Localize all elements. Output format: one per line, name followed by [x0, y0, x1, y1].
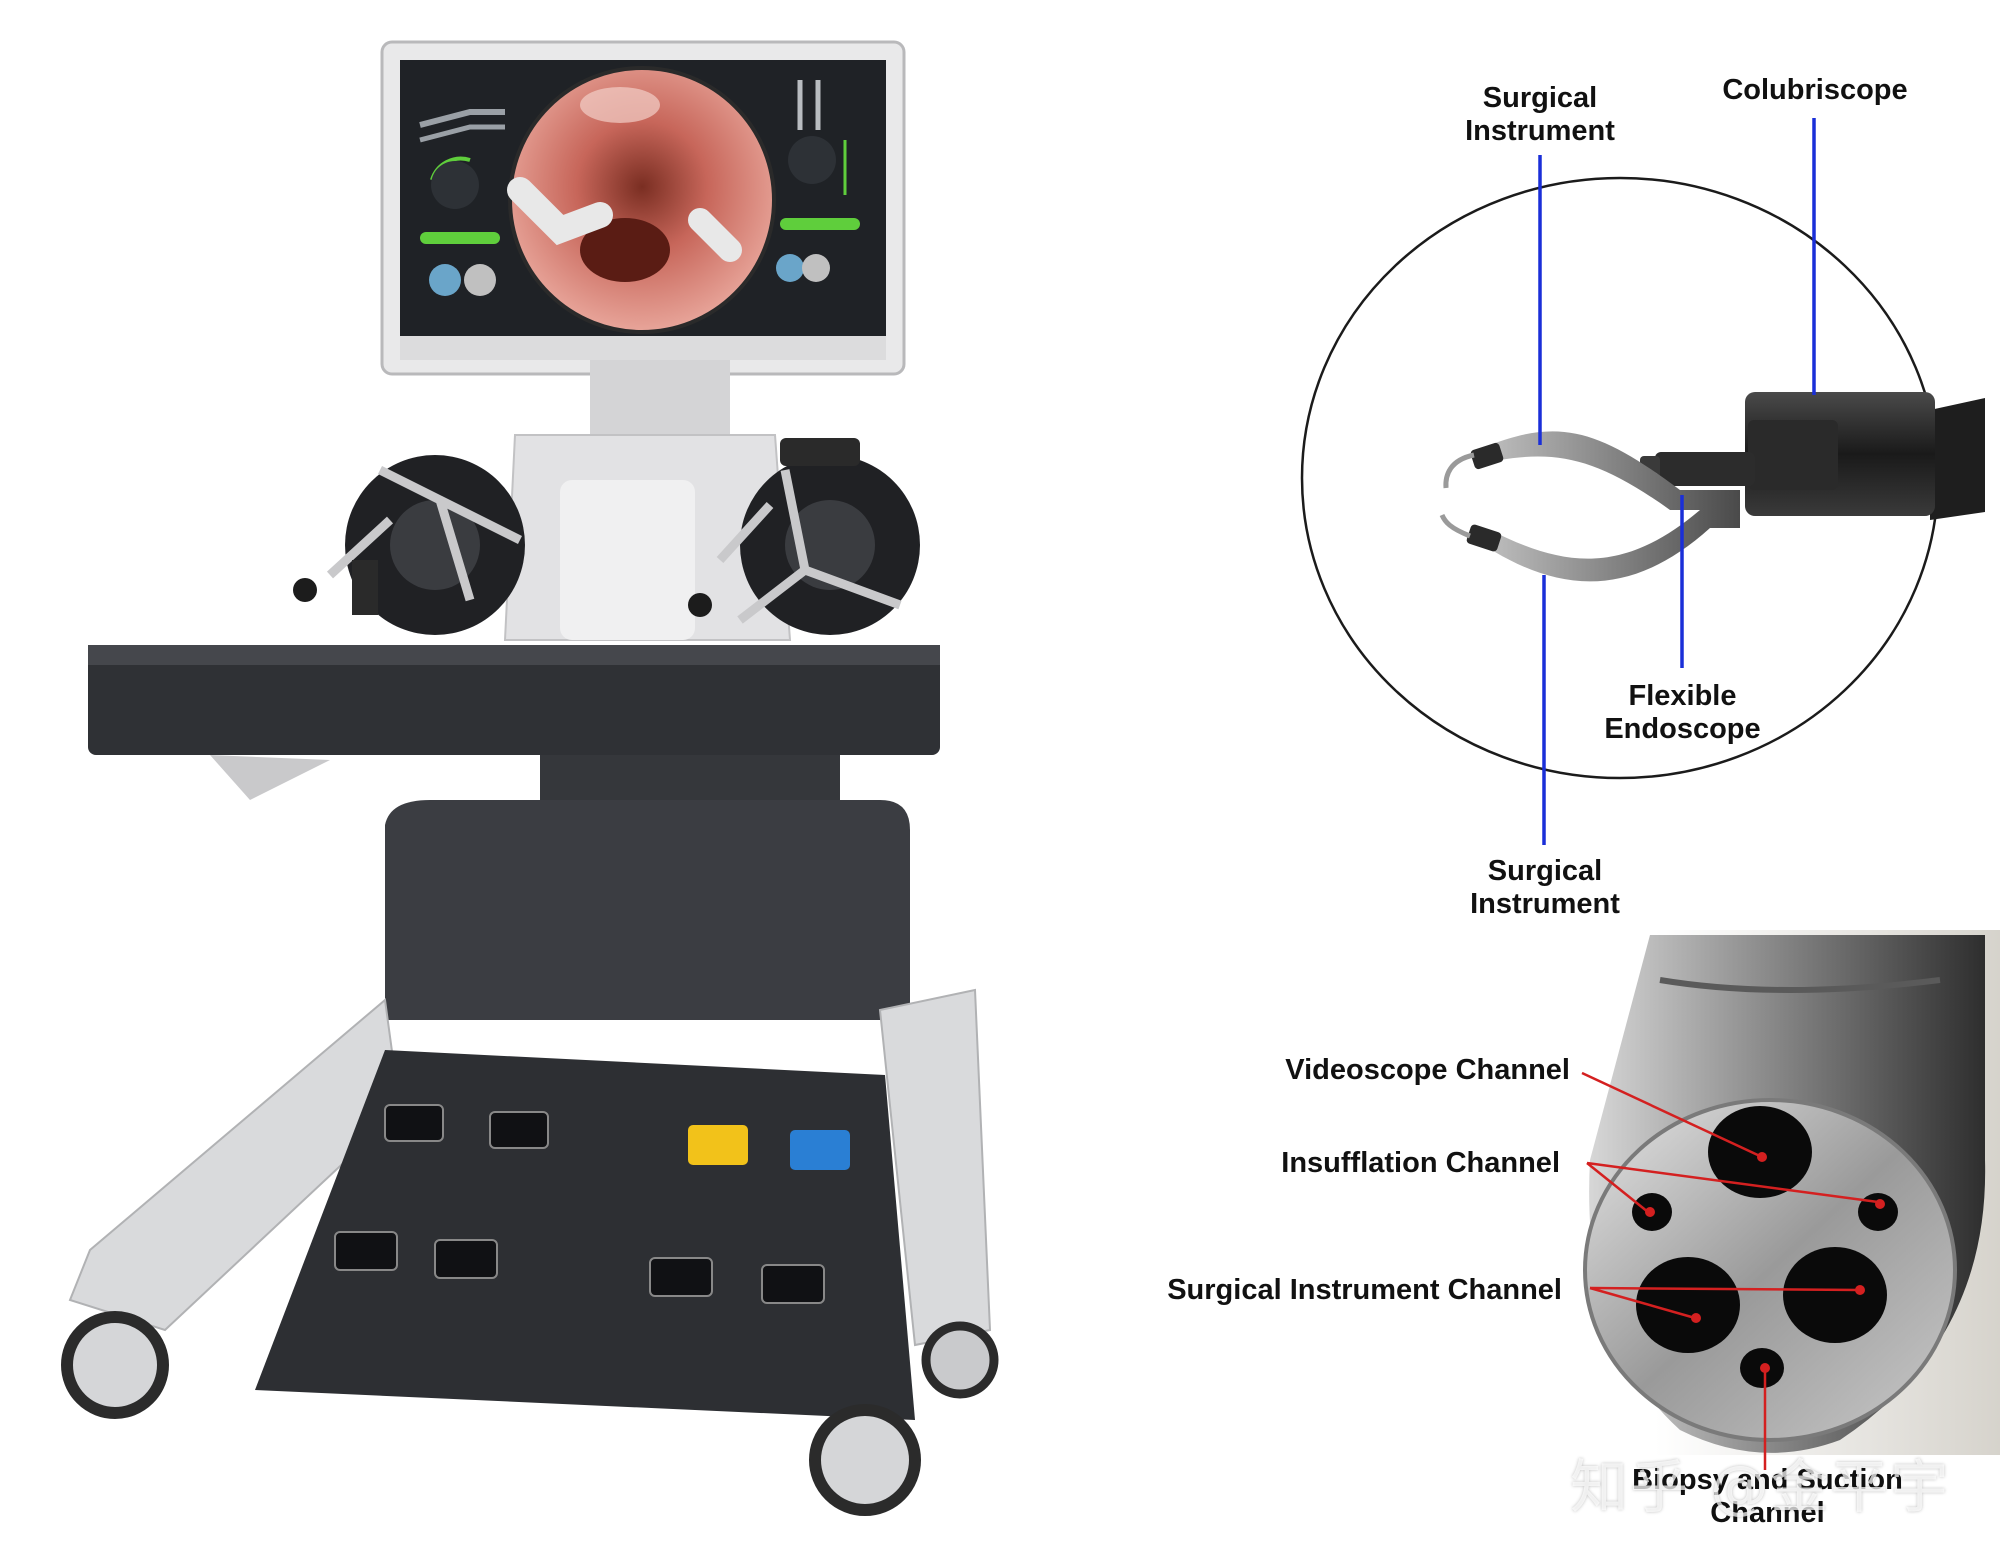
wheels: [61, 1311, 999, 1516]
label-line: Biopsy and Suction: [1632, 1464, 1903, 1496]
left-master-handle: [293, 455, 525, 635]
label-line: Flexible: [1628, 680, 1737, 712]
label-line: Instrument: [1465, 115, 1615, 147]
right-master-handle: [688, 438, 920, 635]
scope-leader-lines: [1538, 118, 1816, 845]
scope-tip-render: [1439, 392, 1985, 582]
screen-endoscope-view: [507, 66, 776, 334]
robotic-console: [61, 40, 999, 1516]
instrument-channel-hole-right: [1783, 1247, 1887, 1343]
channel-leader-lines: [1581, 1071, 1879, 1470]
insufflation-channel-hole-right: [1858, 1193, 1898, 1231]
label-line: Surgical: [1482, 82, 1598, 114]
watermark: 知乎 @金平宇: [1570, 1453, 1951, 1521]
label-line: Channel: [1710, 1497, 1825, 1529]
scope-shaft-render: [1583, 935, 1986, 1453]
label-insufflation-channel: Insufflation Channel: [1281, 1147, 1560, 1179]
label-videoscope-channel: Videoscope Channel: [1285, 1054, 1570, 1086]
label-surgical-instrument-channel: Surgical Instrument Channel: [1167, 1274, 1562, 1306]
channel-diagram: [1581, 930, 2000, 1470]
label-colubriscope: Colubriscope: [1722, 74, 1908, 106]
armrest: [88, 645, 940, 800]
screen-right-panel: [776, 80, 860, 282]
monitor: [380, 40, 906, 376]
instrument-channel-hole-left: [1636, 1257, 1740, 1353]
videoscope-channel-hole: [1708, 1106, 1812, 1198]
screen-left-panel: [419, 109, 505, 296]
channel-marker-dots: [1645, 1152, 1885, 1373]
label-line: Endoscope: [1604, 713, 1761, 745]
scope-diagram: [1300, 118, 1985, 845]
label-line: Instrument: [1470, 888, 1620, 920]
pedal-tray: [255, 1050, 915, 1420]
label-line: Surgical: [1487, 855, 1603, 887]
scope-face: [1583, 1098, 1957, 1442]
